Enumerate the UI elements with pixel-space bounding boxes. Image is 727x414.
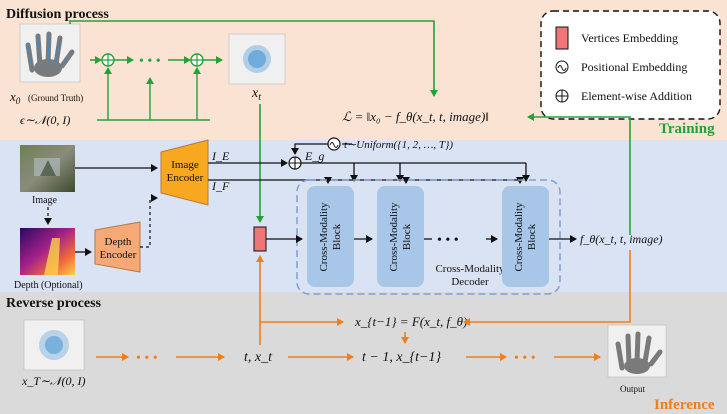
reverse-dots-1: • • • [136,351,158,366]
reverse-title: Reverse process [6,296,102,311]
output-hand-icon [607,324,667,378]
image-encoder-l1: Image [171,159,199,171]
noise-cloud-icon [23,319,85,371]
svg-text:Block: Block [401,223,413,250]
svg-text:Block: Block [526,223,538,250]
decoder-output: f_θ(x_t, t, image) [580,232,663,246]
decoder-l1: Cross-Modality [435,263,505,275]
vertex-embedding [253,226,267,252]
update-rule: x_{t−1} = F(x_t, f_θ) [354,314,467,329]
noise-label: ϵ∼𝒩(0, I) [20,113,70,127]
depth-encoder [94,221,141,273]
legend-addition: Element-wise Addition [581,89,692,103]
reverse-step-t1: t − 1, x_{t−1} [362,350,441,365]
hand-ground-truth-icon [19,23,81,83]
if-feature: I_F [211,179,230,193]
depth-label: Depth (Optional) [14,280,83,291]
image-encoder-l2: Encoder [167,172,204,184]
cross-modality-block-3: Cross-Modality Block [502,186,549,287]
decoder-dots: • • • [437,233,459,248]
cross-modality-block-1: Cross-Modality Block [307,186,354,287]
output-label: Output [620,384,646,394]
svg-text:Cross-Modality: Cross-Modality [513,202,525,272]
svg-text:Cross-Modality: Cross-Modality [318,202,330,272]
timestep-sampling: t∼Uniform({1, 2, …, T}) [344,139,453,151]
legend: Vertices Embedding Positional Embedding … [540,10,721,120]
reverse-step-t: t, x_t [244,350,273,365]
depth-encoder-l2: Encoder [100,249,137,261]
loss-formula: ℒ = ‖x₀ − f_θ(x_t, t, image)‖ [342,109,489,124]
ie-feature: I_E [211,149,230,163]
svg-text:Block: Block [331,223,343,250]
image-encoder [160,139,209,206]
cross-modality-block-2: Cross-Modality Block [377,186,424,287]
reverse-panel [0,292,727,414]
reverse-dots-2: • • • [514,351,536,366]
x0-caption: (Ground Truth) [28,93,83,103]
diffusion-title: Diffusion process [6,7,109,22]
svg-text:Cross-Modality: Cross-Modality [388,202,400,272]
eg-feature: E_g [304,149,324,163]
inference-label: Inference [654,397,715,413]
decoder-l2: Decoder [451,276,489,288]
image-label: Image [32,195,58,206]
noisy-points-icon [228,33,286,85]
depth-encoder-l1: Depth [105,236,132,248]
xT-noise: x_T∼𝒩(0, I) [21,374,86,388]
training-label: Training [659,121,715,137]
vertex-embedding-icon [555,26,569,50]
diffusion-dots: • • • [139,54,161,69]
legend-vertices: Vertices Embedding [581,31,678,45]
depth-thumbnail [20,228,75,275]
image-thumbnail [20,145,75,192]
xt-symbol: xt [251,86,261,103]
x0-symbol: x0 [9,89,21,106]
legend-positional: Positional Embedding [581,60,687,74]
decoder-container [296,179,561,295]
